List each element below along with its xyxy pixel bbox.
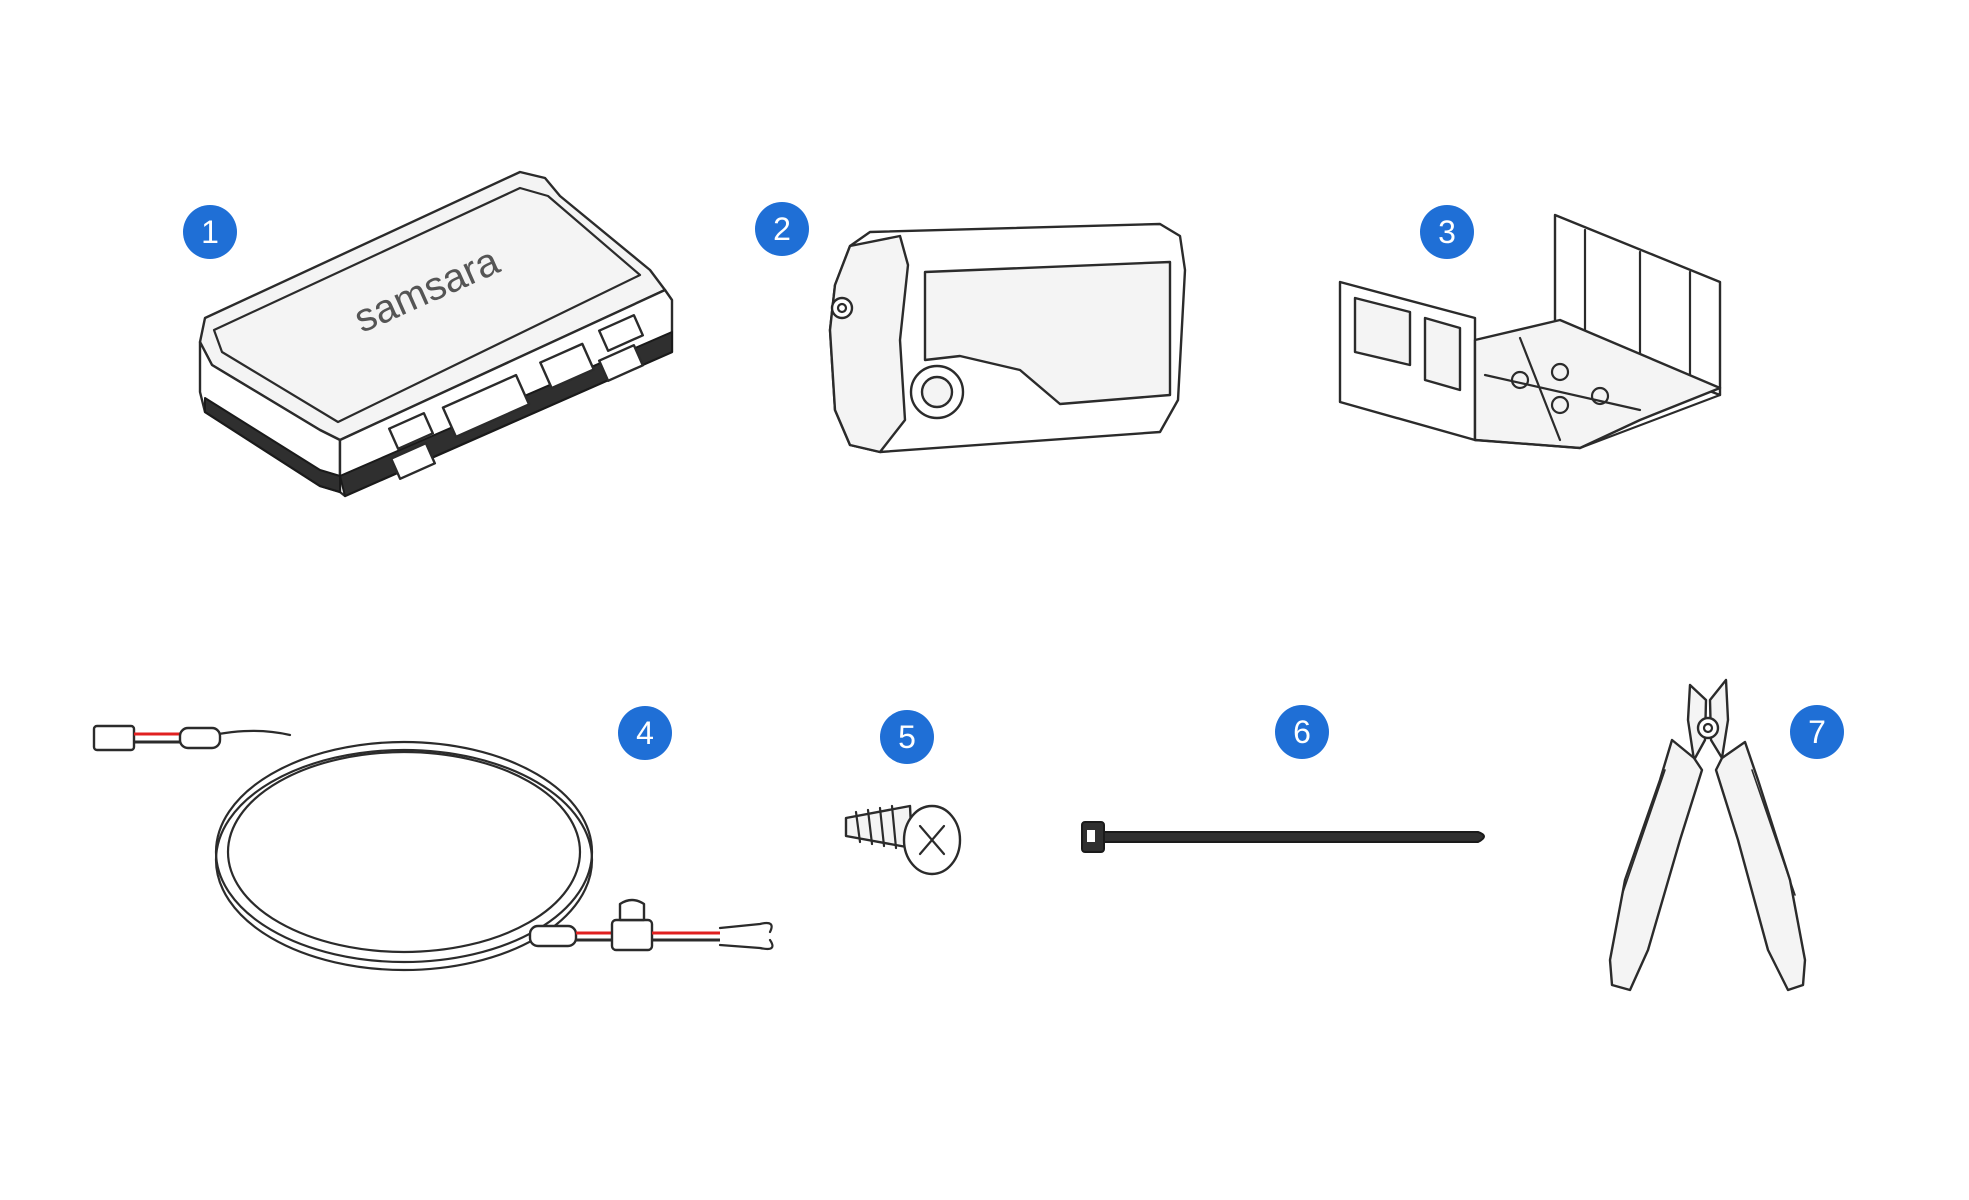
- gateway-device-icon: [198, 170, 674, 498]
- badge-7: 7: [1790, 705, 1844, 759]
- wire-cutter-icon: [1608, 678, 1807, 992]
- screw-icon: [844, 804, 962, 876]
- camera-device-icon: [828, 222, 1187, 454]
- mounting-bracket-icon: [1338, 213, 1722, 450]
- cable-tie-icon: [1081, 821, 1485, 853]
- badge-1: 1: [183, 205, 237, 259]
- badge-5: 5: [880, 710, 934, 764]
- badge-3: 3: [1420, 205, 1474, 259]
- power-cable-icon: [92, 724, 774, 972]
- badge-6: 6: [1275, 705, 1329, 759]
- badge-2: 2: [755, 202, 809, 256]
- badge-4: 4: [618, 706, 672, 760]
